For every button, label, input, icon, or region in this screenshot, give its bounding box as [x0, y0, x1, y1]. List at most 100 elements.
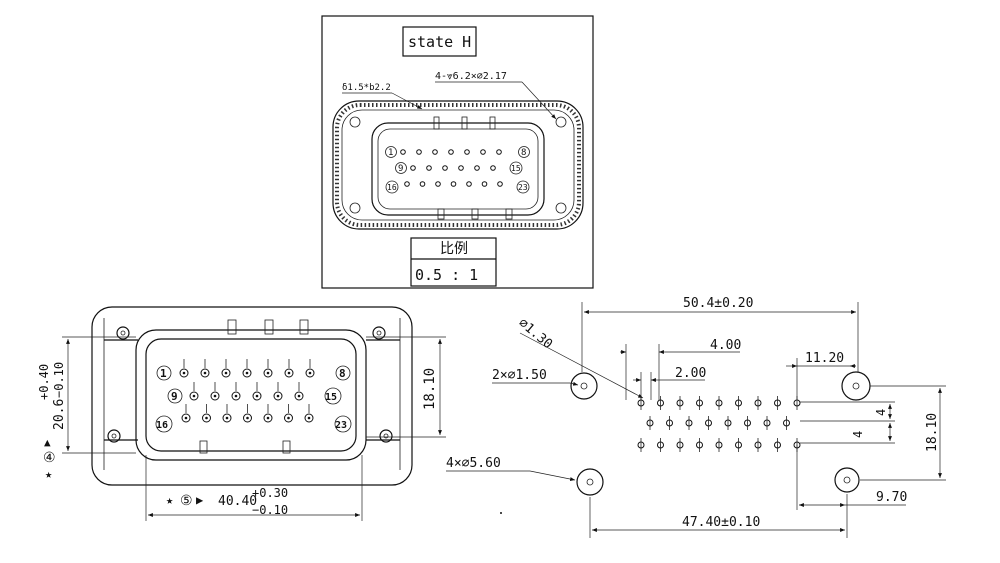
pin: [474, 165, 480, 171]
state-label: state H: [408, 33, 471, 51]
scale-label: 比例: [440, 241, 468, 257]
pin-center: [287, 371, 291, 375]
hole-dim-hole-span: 47.40±0.10: [682, 515, 760, 530]
pin: [481, 181, 488, 187]
top-pin-label-15: 15: [511, 164, 521, 173]
front-pin-label-8: 8: [339, 367, 346, 380]
top-flange-inner: [341, 109, 575, 221]
mounting-hole: [570, 372, 598, 400]
front-housing-outer: [135, 329, 367, 461]
pin: [496, 149, 502, 155]
front-mark-triangle-up: ▲: [44, 436, 51, 449]
pin-center: [307, 416, 311, 420]
front-pin-array: [179, 359, 315, 423]
pin: [464, 149, 470, 155]
pin: [490, 165, 496, 171]
pin-center: [308, 371, 312, 375]
hole-dim-pitch-2: 2.00: [675, 366, 706, 381]
pin-center: [192, 394, 196, 398]
pin: [480, 149, 486, 155]
top-corner-hole: [349, 202, 361, 214]
top-view-frame: [321, 15, 594, 289]
front-corner-hole: [379, 429, 393, 443]
top-pin-label-9: 9: [398, 164, 403, 174]
top-view: state H 4-⩔6.2×⌀2.17 δ1.5*b2.2 1 8: [321, 15, 594, 289]
front-view: 1 8 9 15 16 23 18.10 20.6 +0.40 −0.10 ▲ …: [37, 306, 446, 521]
front-dim-width-tol-upper: +0.30: [252, 486, 288, 500]
pin: [210, 391, 220, 401]
top-pin-array: [400, 149, 503, 187]
hole-dim-offset-11: 11.20: [805, 351, 844, 366]
pin: [242, 368, 252, 378]
pin: [404, 181, 410, 187]
state-label-box: [402, 26, 477, 57]
hole-dim-total-width: 50.4±0.20: [683, 296, 753, 311]
pin: [497, 181, 503, 187]
pin-center: [276, 394, 280, 398]
front-pin-label-9: 9: [171, 390, 178, 403]
front-dim-left-value: 20.6: [52, 399, 67, 430]
hole-note: 4-⩔6.2×⌀2.17: [435, 71, 507, 82]
hole-dim-locating: 2×⌀1.50: [492, 368, 547, 383]
mounting-hole: [576, 468, 604, 496]
top-pin-label-16: 16: [387, 183, 397, 192]
pin-center: [234, 394, 238, 398]
front-pin-label-15: 15: [325, 392, 337, 403]
scale-value: 0.5 : 1: [415, 266, 478, 284]
top-flange-outer: [332, 100, 584, 230]
front-pin-label-23: 23: [335, 420, 347, 431]
top-corner-hole: [349, 116, 361, 128]
pin: [252, 391, 262, 401]
pin-center: [266, 371, 270, 375]
pin: [243, 413, 252, 423]
pin: [435, 181, 441, 187]
pin: [426, 165, 432, 171]
pin: [179, 368, 189, 378]
front-mark-4: ④: [43, 450, 56, 466]
pin: [450, 181, 457, 187]
pin: [400, 149, 406, 155]
pin: [419, 181, 426, 187]
pin: [222, 413, 232, 423]
top-pin-label-1: 1: [388, 148, 393, 158]
top-pin-label-8: 8: [521, 148, 526, 158]
front-dim-width-value: 40.40: [218, 494, 257, 509]
hole-dim-offset-9: 9.70: [876, 490, 907, 505]
front-pin-label-16: 16: [156, 420, 168, 431]
pin: [448, 149, 454, 155]
pin-center: [225, 416, 229, 420]
hole-pattern: 50.4±0.20 ⌀1.30 4.00 2.00 2×⌀1.50 11.20: [446, 296, 946, 538]
pin-center: [182, 371, 186, 375]
pin-center: [287, 416, 290, 420]
hole-dim-row-4a: 4: [874, 409, 888, 416]
top-pin-label-23: 23: [518, 183, 528, 192]
pin: [181, 413, 191, 423]
front-corner-hole: [116, 326, 130, 340]
hole-dim-pitch-4: 4.00: [710, 338, 741, 353]
pin: [221, 368, 231, 378]
pin: [432, 149, 438, 155]
pin: [458, 165, 464, 171]
pin: [263, 368, 273, 378]
pin: [189, 391, 199, 401]
pin-center: [213, 394, 217, 398]
pin: [466, 181, 472, 187]
pin: [294, 391, 304, 401]
pin: [304, 413, 314, 423]
front-mark-5: ⑤: [180, 493, 193, 509]
pin: [410, 165, 416, 171]
pin: [416, 149, 422, 155]
pin: [284, 368, 294, 378]
front-mark-triangle-right: ▶: [196, 493, 204, 507]
pin-center: [224, 371, 228, 375]
pin: [273, 391, 283, 401]
hole-dim-mounting: 4×⌀5.60: [446, 456, 501, 471]
front-dim-left-tol-lower: −0.10: [52, 362, 66, 398]
pin-hole-array: [637, 396, 801, 452]
mounting-hole: [834, 467, 860, 493]
pin: [202, 413, 211, 423]
pin-center: [184, 416, 188, 420]
top-housing-outer: [371, 122, 545, 216]
front-corner-hole: [372, 326, 386, 340]
